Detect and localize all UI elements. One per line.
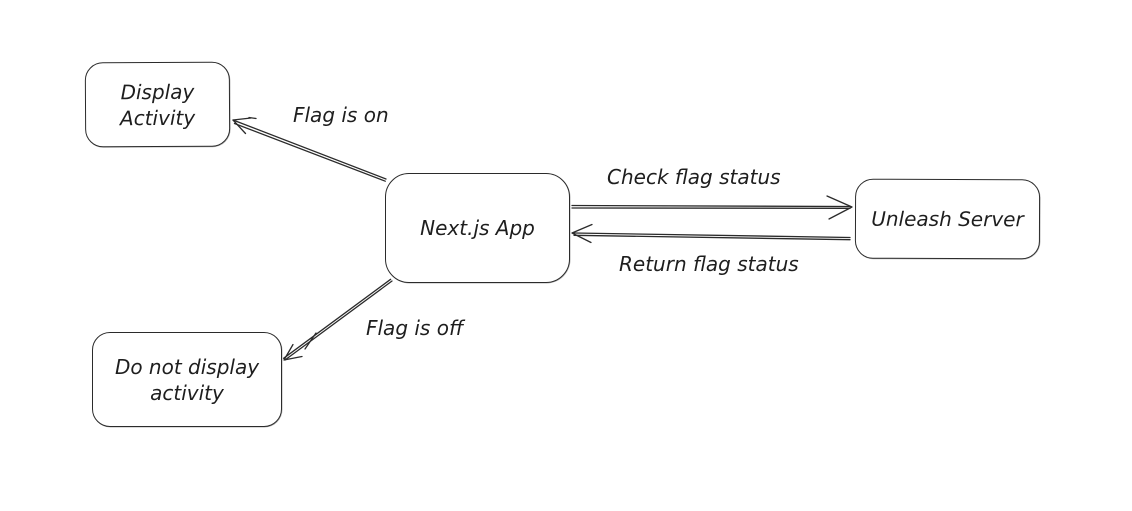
edge-label-flag-is-on: Flag is on	[293, 103, 389, 127]
node-display-activity: Display Activity	[84, 61, 231, 148]
node-nextjs-app: Next.js App	[385, 173, 570, 283]
arrow-check-flag-status	[571, 195, 853, 220]
node-nextjs-app-label: Next.js App	[420, 216, 535, 240]
node-unleash-server-label: Unleash Server	[871, 206, 1024, 232]
node-do-not-display-activity: Do not display activity	[92, 332, 282, 427]
edge-label-check-flag-status: Check flag status	[607, 165, 781, 189]
edge-label-flag-is-off: Flag is off	[366, 316, 464, 340]
arrow-flag-is-on	[232, 116, 387, 182]
node-unleash-server: Unleash Server	[854, 178, 1041, 260]
edge-label-return-flag-status: Return flag status	[619, 252, 799, 276]
arrow-return-flag-status	[571, 223, 851, 244]
node-display-activity-label: Display Activity	[119, 79, 196, 130]
arrow-flag-is-off	[282, 278, 393, 361]
node-do-not-display-activity-label: Do not display activity	[114, 354, 260, 405]
